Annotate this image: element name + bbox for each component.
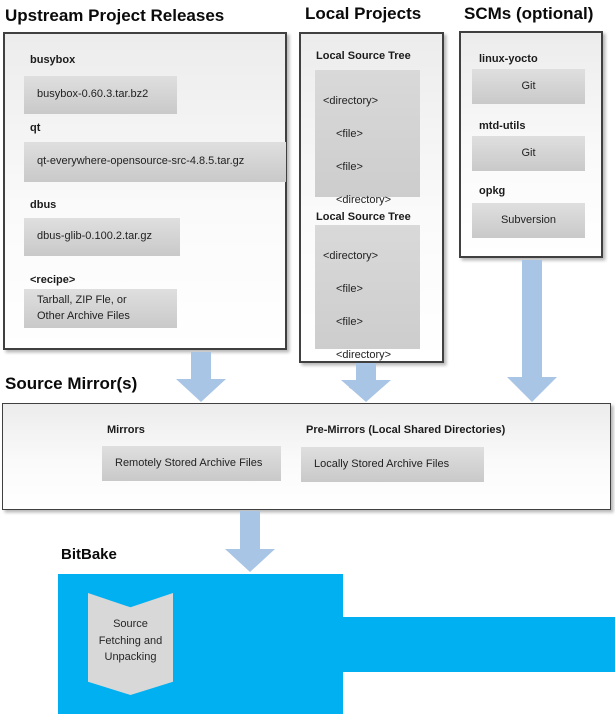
arrow-head <box>176 379 226 402</box>
arrow-head <box>341 380 391 402</box>
arrow-upstream-to-mirrors <box>176 352 226 402</box>
arrow-head <box>507 377 557 402</box>
arrow-shaft <box>240 511 260 549</box>
arrow-shaft <box>522 260 542 377</box>
arrow-shaft <box>356 363 376 380</box>
project-label-dbus: dbus <box>30 199 57 211</box>
artifact-box-dbus: dbus-glib-0.100.2.tar.gz <box>24 218 180 256</box>
tree-line: <directory> <box>323 249 379 262</box>
project-label-busybox: busybox <box>30 54 76 66</box>
artifact-box-recipe: Tarball, ZIP Fle, or Other Archive Files <box>24 289 177 328</box>
remote-archive-box: Remotely Stored Archive Files <box>102 446 281 481</box>
source-tree-label-1: Local Source Tree <box>316 50 411 62</box>
scm-label-mtd-utils: mtd-utils <box>479 120 526 132</box>
local-projects-panel: Local Source Tree <directory> <file> <fi… <box>299 32 444 460</box>
pre-mirrors-label: Pre-Mirrors (Local Shared Directories) <box>306 424 506 436</box>
arrow-head <box>225 549 275 572</box>
scm-tool-box-git-1: Git <box>472 69 585 104</box>
source-tree-label-2: Local Source Tree <box>316 211 411 223</box>
scms-title: SCMs (optional) <box>464 4 594 23</box>
source-mirrors-panel: Mirrors Remotely Stored Archive Files Pr… <box>2 403 611 510</box>
scm-label-opkg: opkg <box>479 185 506 197</box>
artifact-box-busybox: busybox-0.60.3.tar.bz2 <box>24 76 177 114</box>
scm-label-linux-yocto: linux-yocto <box>479 53 538 65</box>
local-projects-title: Local Projects <box>305 4 422 23</box>
local-archive-box: Locally Stored Archive Files <box>301 447 484 482</box>
mirrors-label: Mirrors <box>107 424 145 436</box>
source-tree-box-1: <directory> <file> <file> <directory> <f… <box>315 70 420 305</box>
tree-line: <directory> <box>323 94 379 107</box>
scm-tool-box-subversion: Subversion <box>472 203 585 238</box>
tree-line: <file> <box>336 282 363 295</box>
tree-line: <directory> <box>336 193 392 206</box>
tree-line: <file> <box>336 160 363 173</box>
upstream-releases-panel: busybox busybox-0.60.3.tar.bz2 qt qt-eve… <box>3 32 287 350</box>
arrow-local-to-mirrors <box>341 363 391 402</box>
bitbake-title: BitBake <box>61 546 117 563</box>
source-fetch-step: Source Fetching and Unpacking <box>88 593 173 695</box>
arrow-shaft <box>191 352 211 379</box>
bitbake-output-tab <box>343 617 615 672</box>
source-mirrors-title: Source Mirror(s) <box>5 374 138 393</box>
tree-line: <file> <box>336 315 363 328</box>
tree-line: <directory> <box>336 348 392 361</box>
upstream-releases-title: Upstream Project Releases <box>5 6 225 25</box>
tree-line: <file> <box>336 127 363 140</box>
source-tree-box-2: <directory> <file> <file> <directory> <f… <box>315 225 420 460</box>
scms-panel: linux-yocto Git mtd-utils Git opkg Subve… <box>459 31 603 258</box>
project-label-recipe: <recipe> <box>30 274 76 286</box>
scm-tool-box-git-2: Git <box>472 136 585 171</box>
project-label-qt: qt <box>30 122 41 134</box>
artifact-box-qt: qt-everywhere-opensource-src-4.8.5.tar.g… <box>24 142 286 182</box>
arrow-mirrors-to-bitbake <box>225 511 275 572</box>
arrow-scms-to-mirrors <box>507 260 557 402</box>
